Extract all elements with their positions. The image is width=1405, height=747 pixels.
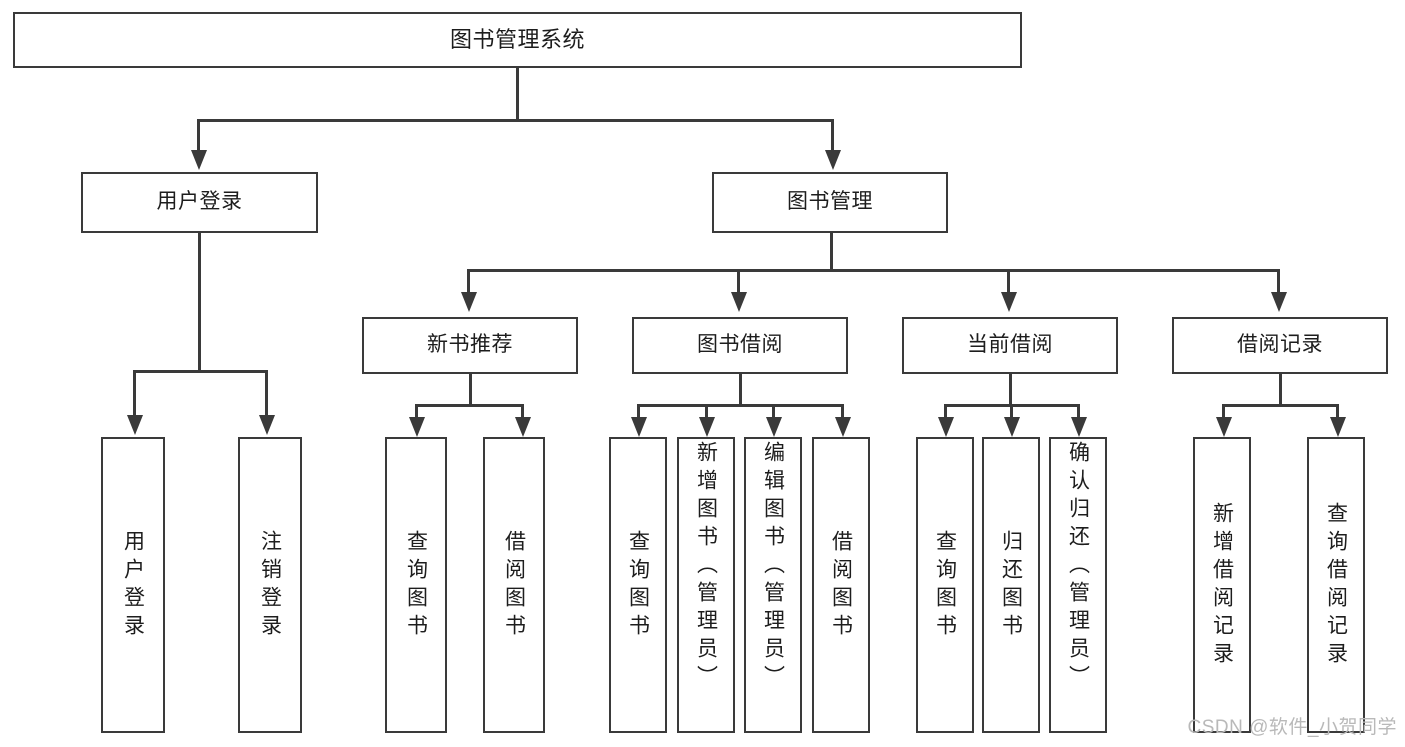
connector-bb-to-leaf-4 <box>841 404 844 418</box>
connector-user-login-stem <box>198 233 201 372</box>
arrow-nb-leaf-1-icon <box>409 417 425 437</box>
connector-borrow-record-stem <box>1279 374 1282 407</box>
arrow-root-to-user-login-icon <box>191 150 207 170</box>
connector-bm-to-current-borrow <box>1007 269 1010 293</box>
node-book-borrow[interactable]: 图书借阅 <box>632 317 848 374</box>
arrow-root-to-book-management-icon <box>825 150 841 170</box>
leaf-label: 注销登录 <box>258 530 282 642</box>
leaf-label: 查询图书 <box>404 530 428 642</box>
connector-root-to-user-login <box>197 119 200 151</box>
leaf-confirm-return-admin[interactable]: 确认归还（管理员） <box>1049 437 1107 733</box>
node-label: 图书管理 <box>787 190 873 214</box>
connector-new-book-stem <box>469 374 472 407</box>
connector-nb-to-leaf-1 <box>415 404 418 418</box>
node-book-management[interactable]: 图书管理 <box>712 172 948 233</box>
connector-bb-to-leaf-2 <box>705 404 708 418</box>
leaf-add-borrow-record[interactable]: 新增借阅记录 <box>1193 437 1251 733</box>
connector-root-stem <box>516 68 519 120</box>
node-new-book-recommend[interactable]: 新书推荐 <box>362 317 578 374</box>
leaf-label: 归还图书 <box>999 530 1023 642</box>
connector-cb-to-leaf-2 <box>1010 404 1013 418</box>
leaf-label: 确认归还（管理员） <box>1066 441 1090 693</box>
connector-bm-to-borrow-record <box>1277 269 1280 293</box>
leaf-query-book-recommend[interactable]: 查询图书 <box>385 437 447 733</box>
connector-user-login-to-leaf-2 <box>265 370 268 416</box>
connector-br-to-leaf-2 <box>1336 404 1339 418</box>
leaf-query-borrow-record[interactable]: 查询借阅记录 <box>1307 437 1365 733</box>
connector-cb-to-leaf-3 <box>1077 404 1080 418</box>
connector-root-to-book-management <box>831 119 834 151</box>
node-borrow-record[interactable]: 借阅记录 <box>1172 317 1388 374</box>
node-label: 当前借阅 <box>967 333 1053 357</box>
arrow-bb-leaf-4-icon <box>835 417 851 437</box>
arrow-bm-current-borrow-icon <box>1001 292 1017 312</box>
connector-user-login-to-leaf-1 <box>133 370 136 416</box>
arrow-cb-leaf-2-icon <box>1004 417 1020 437</box>
leaf-edit-book-admin[interactable]: 编辑图书（管理员） <box>744 437 802 733</box>
arrow-cb-leaf-3-icon <box>1071 417 1087 437</box>
node-label: 图书管理系统 <box>449 27 585 53</box>
connector-new-book-bus <box>415 404 524 407</box>
connector-cb-to-leaf-1 <box>944 404 947 418</box>
leaf-label: 查询图书 <box>933 530 957 642</box>
connector-br-to-leaf-1 <box>1222 404 1225 418</box>
arrow-bm-book-borrow-icon <box>731 292 747 312</box>
leaf-label: 借阅图书 <box>502 530 526 642</box>
arrow-user-login-leaf-2-icon <box>259 415 275 435</box>
arrow-nb-leaf-2-icon <box>515 417 531 437</box>
connector-bm-to-new-book <box>467 269 470 293</box>
connector-current-borrow-stem <box>1009 374 1012 407</box>
node-user-login[interactable]: 用户登录 <box>81 172 318 233</box>
node-label: 图书借阅 <box>697 333 783 357</box>
node-root-book-management-system[interactable]: 图书管理系统 <box>13 12 1022 68</box>
connector-nb-to-leaf-2 <box>521 404 524 418</box>
connector-book-borrow-bus <box>637 404 844 407</box>
leaf-label: 借阅图书 <box>829 530 853 642</box>
connector-bb-to-leaf-1 <box>637 404 640 418</box>
leaf-query-book-current[interactable]: 查询图书 <box>916 437 974 733</box>
arrow-cb-leaf-1-icon <box>938 417 954 437</box>
connector-bb-to-leaf-3 <box>772 404 775 418</box>
node-label: 新书推荐 <box>427 333 513 357</box>
arrow-bm-borrow-record-icon <box>1271 292 1287 312</box>
leaf-user-login[interactable]: 用户登录 <box>101 437 165 733</box>
leaf-label: 用户登录 <box>121 530 145 642</box>
arrow-user-login-leaf-1-icon <box>127 415 143 435</box>
leaf-label: 编辑图书（管理员） <box>761 441 785 693</box>
arrow-bb-leaf-2-icon <box>699 417 715 437</box>
leaf-borrow-book-recommend[interactable]: 借阅图书 <box>483 437 545 733</box>
leaf-return-book[interactable]: 归还图书 <box>982 437 1040 733</box>
arrow-bb-leaf-1-icon <box>631 417 647 437</box>
leaf-label: 查询图书 <box>626 530 650 642</box>
leaf-query-book-borrow[interactable]: 查询图书 <box>609 437 667 733</box>
arrow-br-leaf-1-icon <box>1216 417 1232 437</box>
connector-user-login-bus <box>133 370 267 373</box>
connector-book-management-stem <box>830 233 833 272</box>
leaf-add-book-admin[interactable]: 新增图书（管理员） <box>677 437 735 733</box>
node-label: 用户登录 <box>156 190 243 214</box>
arrow-br-leaf-2-icon <box>1330 417 1346 437</box>
connector-bm-to-book-borrow <box>737 269 740 293</box>
node-label: 借阅记录 <box>1237 333 1323 357</box>
leaf-label: 新增图书（管理员） <box>694 441 718 693</box>
connector-borrow-record-bus <box>1222 404 1338 407</box>
node-current-borrow[interactable]: 当前借阅 <box>902 317 1118 374</box>
leaf-logout[interactable]: 注销登录 <box>238 437 302 733</box>
leaf-label: 新增借阅记录 <box>1210 502 1234 670</box>
connector-root-bus <box>197 119 834 122</box>
leaf-borrow-book[interactable]: 借阅图书 <box>812 437 870 733</box>
connector-book-borrow-stem <box>739 374 742 407</box>
connector-book-management-bus <box>467 269 1279 272</box>
leaf-label: 查询借阅记录 <box>1324 502 1348 670</box>
arrow-bm-new-book-icon <box>461 292 477 312</box>
arrow-bb-leaf-3-icon <box>766 417 782 437</box>
